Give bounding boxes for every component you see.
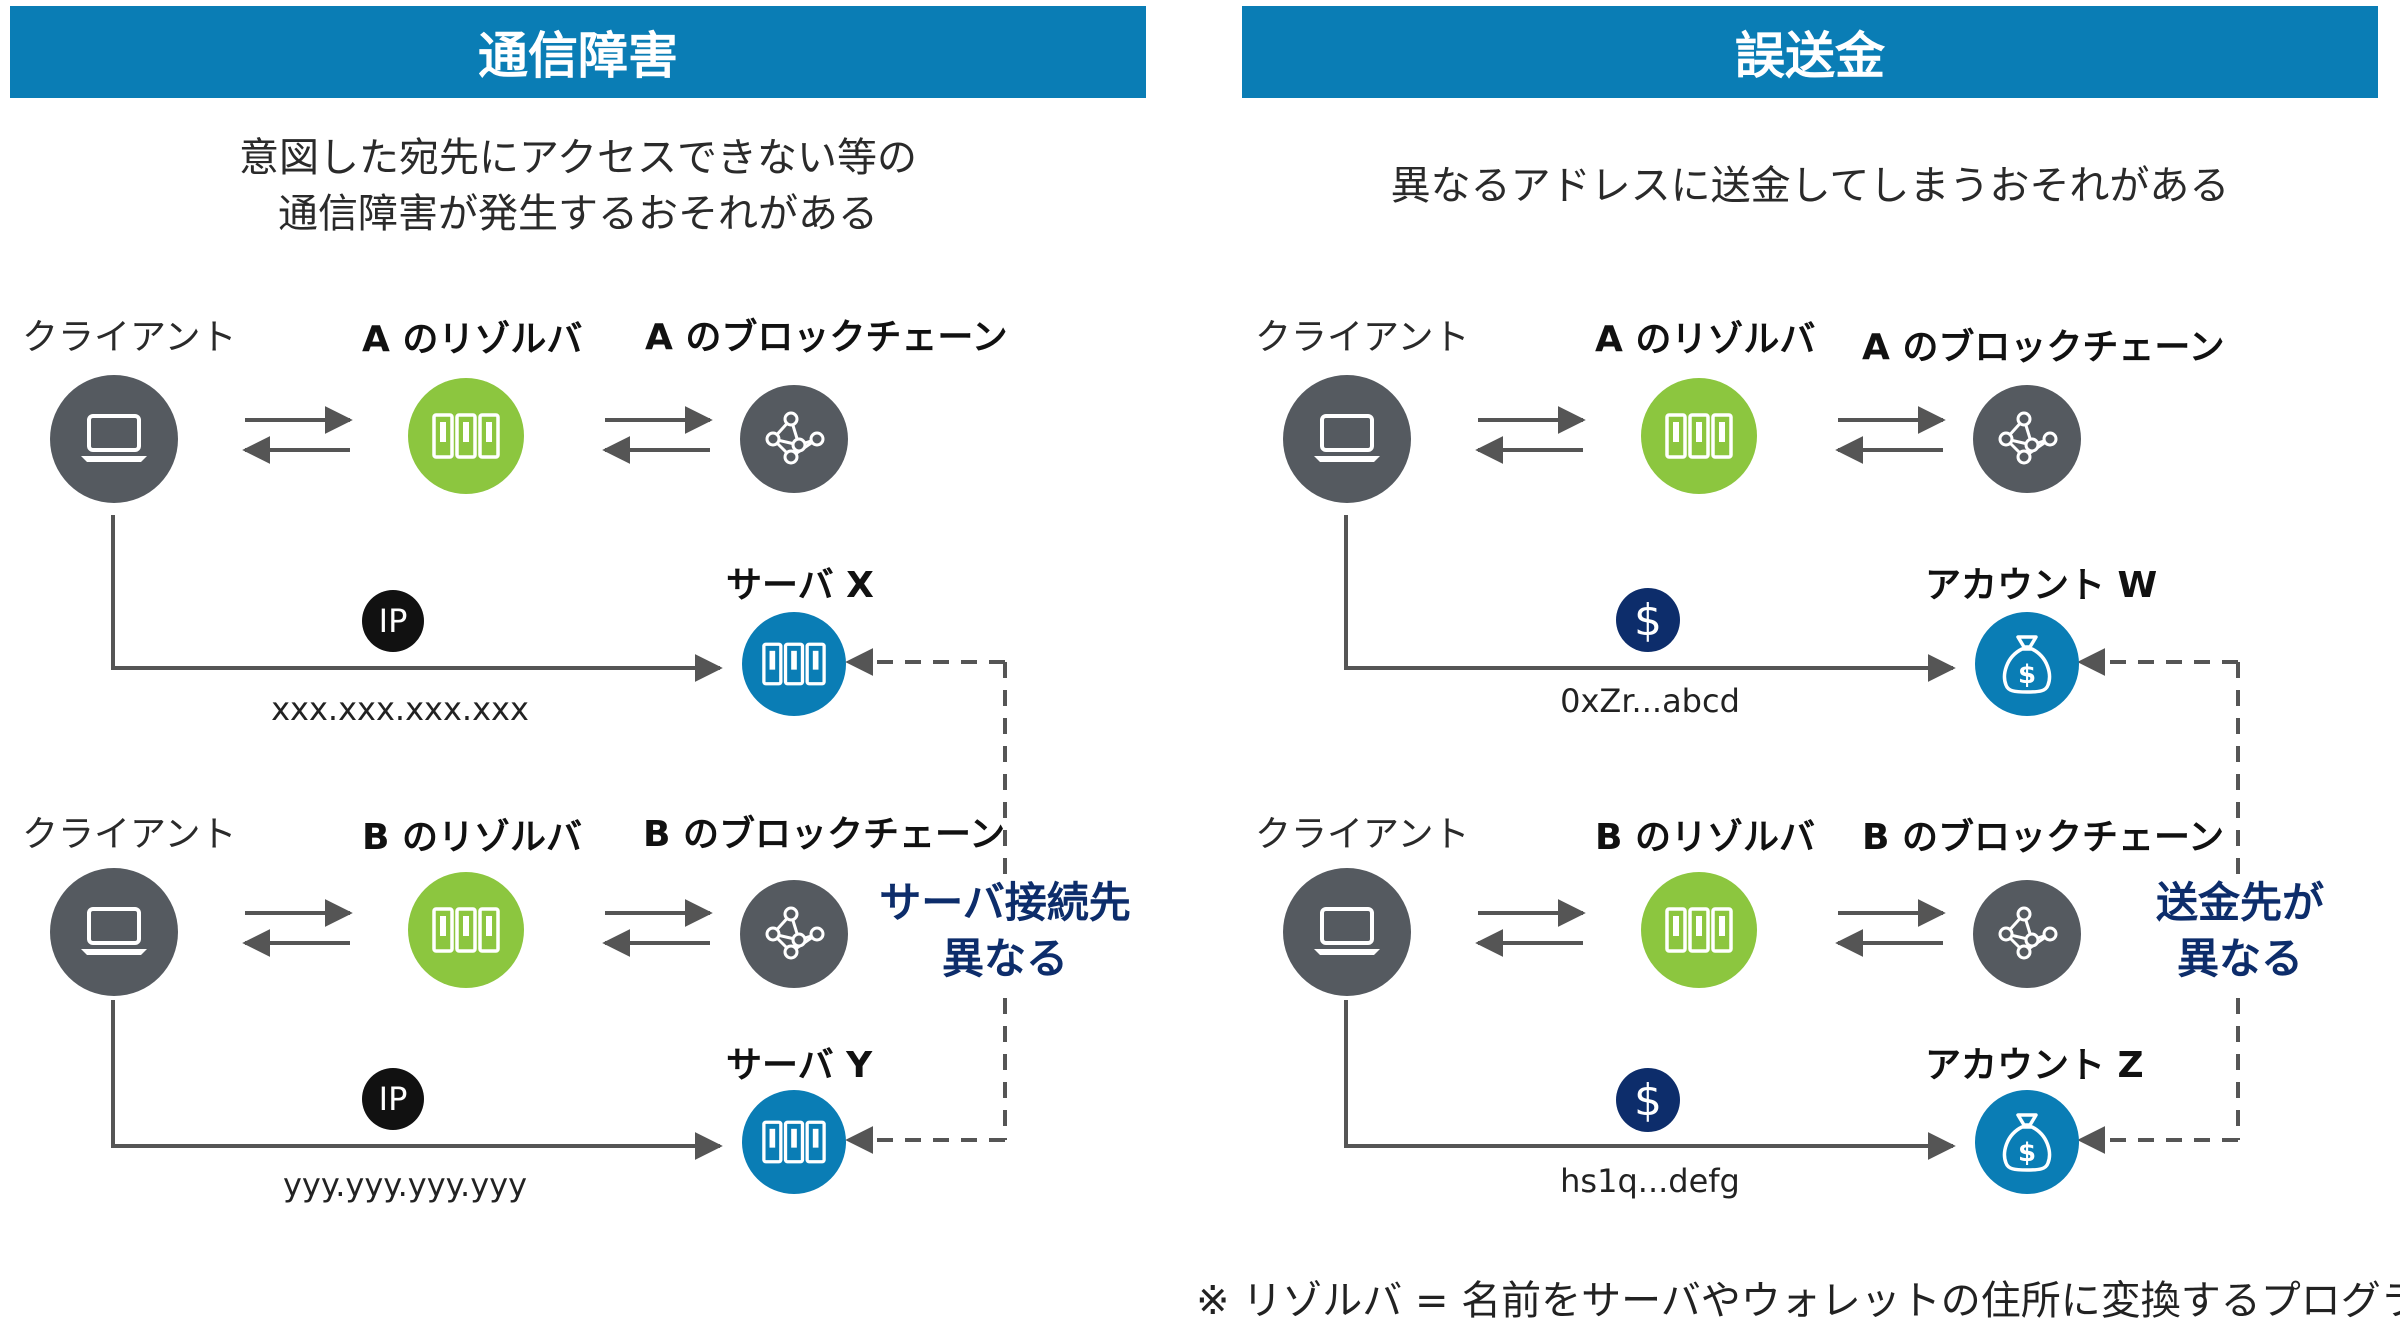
svg-text:$: $ — [2018, 660, 2036, 690]
left-server-x-node — [742, 612, 846, 716]
left-row-b-chain-node — [740, 880, 848, 988]
left-row-b-resolver-label: B のリゾルバ — [362, 817, 582, 858]
laptop-icon — [1314, 907, 1380, 955]
svg-text:$: $ — [2018, 1138, 2036, 1168]
right-row-a-client-label: クライアント — [1255, 317, 1470, 358]
right-row-a-chain-label: A のブロックチェーン — [1862, 327, 2225, 368]
right-panel-title: 誤送金 — [1242, 6, 2378, 98]
right-account-z-node: $ — [1975, 1090, 2079, 1194]
left-row-a-client-label: クライアント — [22, 317, 237, 358]
right-note-line1: 送金先が — [2155, 878, 2324, 927]
right-row-a-resolver-node — [1641, 378, 1757, 494]
ip-badge-text: IP — [378, 1080, 408, 1118]
network-nodes-icon — [1998, 411, 2058, 465]
left-description-line1: 意図した宛先にアクセスできない等の — [239, 135, 917, 181]
right-difference-note: 送金先が 異なる — [2132, 875, 2348, 987]
right-row-a-chain-node — [1973, 385, 2081, 493]
money-bag-icon: $ — [2002, 1113, 2052, 1172]
right-note-line2: 異なる — [2176, 934, 2303, 983]
server-rack-icon — [762, 1120, 826, 1164]
left-description-line2: 通信障害が発生するおそれがある — [278, 191, 878, 237]
right-row-b-resolver-label: B のリゾルバ — [1595, 817, 1815, 858]
left-row-b-client-label: クライアント — [22, 814, 237, 855]
left-row-b-ip-badge: IP — [362, 1068, 424, 1130]
left-row-a-chain-node — [740, 385, 848, 493]
network-nodes-icon — [765, 906, 825, 960]
right-row-b-dollar-badge: $ — [1616, 1068, 1680, 1132]
left-row-a-resolver-label: A のリゾルバ — [362, 319, 583, 360]
left-row-b-client-node — [50, 868, 178, 996]
left-row-a-ip-badge: IP — [362, 590, 424, 652]
right-description: 異なるアドレスに送金してしまうおそれがある — [1390, 163, 2230, 209]
right-account-w-label: アカウント W — [1925, 565, 2158, 606]
left-server-y-node — [742, 1090, 846, 1194]
left-row-a-client-node — [50, 375, 178, 503]
left-row-a-address: xxx.xxx.xxx.xxx — [271, 690, 529, 728]
right-row-b-address: hs1q...defg — [1560, 1162, 1740, 1200]
left-row-b-address: yyy.yyy.yyy.yyy — [282, 1166, 528, 1204]
right-account-z-label: アカウント Z — [1925, 1045, 2144, 1086]
right-row-b-client-label: クライアント — [1255, 814, 1470, 855]
footer-note: ※ リゾルバ = 名前をサーバやウォレットの住所に変換するプログラム — [1196, 1278, 2400, 1324]
right-row-b-resolver-node — [1641, 872, 1757, 988]
laptop-icon — [81, 414, 147, 462]
right-row-b-chain-node — [1973, 880, 2081, 988]
laptop-icon — [81, 907, 147, 955]
left-server-y-label: サーバ Y — [726, 1045, 873, 1086]
dollar-badge-text: $ — [1634, 594, 1662, 646]
dollar-badge-text: $ — [1634, 1074, 1662, 1126]
left-server-x-label: サーバ X — [726, 565, 874, 606]
left-row-b-resolver-node — [408, 872, 524, 988]
server-rack-icon — [762, 642, 826, 686]
laptop-icon — [1314, 414, 1380, 462]
money-bag-icon: $ — [2002, 635, 2052, 694]
server-rack-icon — [432, 907, 500, 953]
network-nodes-icon — [765, 411, 825, 465]
left-note-line2: 異なる — [941, 934, 1068, 983]
left-difference-note: サーバ接続先 異なる — [870, 875, 1140, 987]
right-account-w-node: $ — [1975, 612, 2079, 716]
server-rack-icon — [432, 413, 500, 459]
right-row-a-resolver-label: A のリゾルバ — [1595, 319, 1816, 360]
server-rack-icon — [1665, 413, 1733, 459]
left-description: 意図した宛先にアクセスできない等の 通信障害が発生するおそれがある — [10, 130, 1146, 242]
right-row-a-client-node — [1283, 375, 1411, 503]
left-panel-title: 通信障害 — [10, 6, 1146, 98]
left-note-line1: サーバ接続先 — [879, 878, 1131, 927]
left-row-a-chain-label: A のブロックチェーン — [645, 317, 1008, 358]
right-row-b-chain-label: B のブロックチェーン — [1862, 817, 2225, 858]
server-rack-icon — [1665, 907, 1733, 953]
left-row-a-resolver-node — [408, 378, 524, 494]
right-row-a-dollar-badge: $ — [1616, 588, 1680, 652]
network-nodes-icon — [1998, 906, 2058, 960]
left-row-b-chain-label: B のブロックチェーン — [643, 814, 1006, 855]
ip-badge-text: IP — [378, 602, 408, 640]
right-row-a-address: 0xZr...abcd — [1560, 682, 1740, 720]
right-row-b-client-node — [1283, 868, 1411, 996]
